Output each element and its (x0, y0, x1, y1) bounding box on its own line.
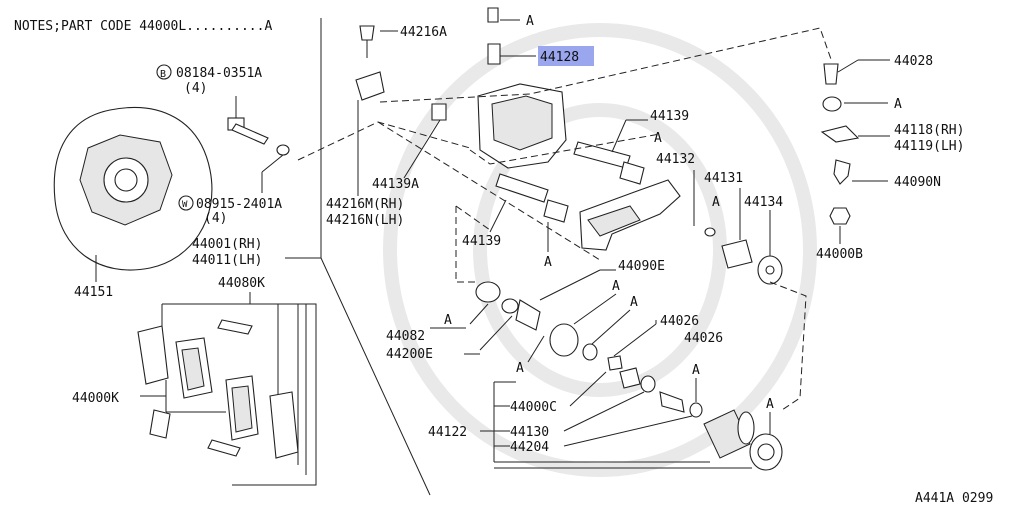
label-44132: 44132 (656, 152, 695, 167)
label-44000C: 44000C (510, 400, 557, 415)
figure-code: A441A 0299 (915, 491, 993, 506)
label-44028: 44028 (894, 54, 933, 69)
washer-08915: W 08915-2401A (4) (178, 144, 290, 226)
label-44000B: 44000B (816, 247, 863, 262)
ref-a-44026: A (630, 295, 638, 310)
bolt-08184: B 08184-0351A (4) (156, 64, 269, 145)
ref-a-44131: A (712, 195, 720, 210)
label-44134: 44134 (744, 195, 783, 210)
label-44122: 44122 (428, 425, 467, 440)
dust-shield-44151: 44151 (53, 106, 213, 300)
label-44139-bottom: 44139 (462, 234, 501, 249)
ref-a-44090E: A (612, 279, 620, 294)
label-44119: 44119(LH) (894, 139, 964, 154)
label-washer-w: 08915-2401A (196, 197, 282, 212)
piston-parts: A 44082 44200E 44090E A A A 44026 44026 … (386, 259, 783, 471)
label-44128: 44128 (540, 50, 579, 65)
ref-a-44082: A (444, 313, 452, 328)
label-44216N: 44216N(LH) (326, 213, 404, 228)
dashed-routing (297, 27, 833, 411)
label-44216A: 44216A (400, 25, 447, 40)
label-44090N: 44090N (894, 175, 941, 190)
notes-text: NOTES;PART CODE 44000L..........A (14, 19, 272, 34)
label-44090E: 44090E (618, 259, 665, 274)
ref-a-44130: A (692, 363, 700, 378)
frame-lines (285, 18, 431, 496)
ref-a-seal: A (766, 397, 774, 412)
label-44131: 44131 (704, 171, 743, 186)
label-44151: 44151 (74, 285, 113, 300)
label-44000K: 44000K (72, 391, 119, 406)
label-44118: 44118(RH) (894, 123, 964, 138)
highlight-44128 (538, 46, 594, 66)
right-parts: 44131 A 44134 44028 A 44118(RH) 44119(LH… (704, 54, 964, 285)
label-44139A: 44139A (372, 177, 419, 192)
pad-kit-44080K: 44080K 44000K (72, 276, 317, 486)
label-44001: 44001(RH) (192, 237, 262, 252)
ref-a-pin-bottom: A (544, 255, 552, 270)
label-44204: 44204 (510, 440, 549, 455)
ref-a-bleeder: A (526, 14, 534, 29)
label-44080K: 44080K (218, 276, 265, 291)
circle-w-letter: W (182, 200, 188, 210)
label-44216M: 44216M(RH) (326, 197, 404, 212)
label-44130: 44130 (510, 425, 549, 440)
ref-a-pin-top: A (654, 131, 662, 146)
label-44026-a: 44026 (660, 314, 699, 329)
label-44139-top: 44139 (650, 109, 689, 124)
label-bolt-b-qty: (4) (184, 81, 207, 96)
circle-b-letter: B (160, 69, 166, 80)
label-44082: 44082 (386, 329, 425, 344)
label-44011: 44011(LH) (192, 253, 262, 268)
caliper-assembly: 44216A 44216M(RH) 44216N(LH) 44139A A 44… (326, 7, 695, 270)
label-bolt-b: 08184-0351A (176, 66, 262, 81)
watermark-emblem (383, 23, 817, 477)
ref-a-44028: A (894, 97, 902, 112)
ref-a-left: A (516, 361, 524, 376)
label-44026-b: 44026 (684, 331, 723, 346)
label-washer-w-qty: (4) (204, 211, 227, 226)
label-44200E: 44200E (386, 347, 433, 362)
